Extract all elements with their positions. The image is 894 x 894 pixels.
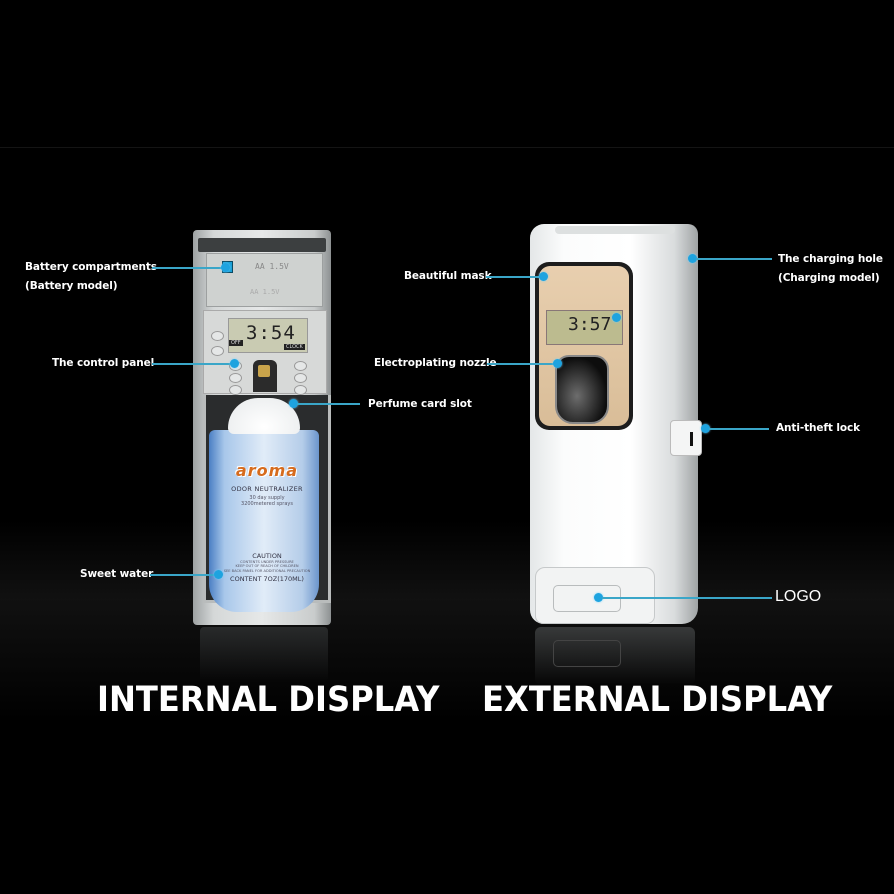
control-button[interactable] [211, 346, 224, 356]
external-lcd-time: 3:57 [568, 314, 612, 335]
control-button[interactable] [294, 361, 307, 371]
external-lcd-screen [546, 310, 623, 345]
callout-control-line [152, 363, 232, 365]
internal-reflection [200, 627, 328, 682]
callout-nozzle-dot [553, 359, 562, 368]
callout-battery-dot [221, 263, 230, 272]
callout-nozzle-label: Electroplating nozzle [374, 357, 497, 369]
external-reflection [535, 627, 695, 685]
can-warning-line: KEEP OUT OF REACH OF CHILDREN [235, 564, 299, 569]
callout-charging-line [696, 258, 772, 260]
callout-mask-label: Beautiful mask [404, 270, 492, 282]
can-sprays-line: 3200metered sprays [241, 501, 293, 507]
callout-logo-line [602, 597, 772, 599]
internal-display-title: INTERNAL DISPLAY [97, 680, 440, 720]
can-warning-text: CONTENTS UNDER PRESSURE KEEP OUT OF REAC… [222, 560, 312, 573]
horizon-line [0, 147, 894, 148]
callout-perfume-label: Perfume card slot [368, 398, 472, 410]
callout-sweet-label: Sweet water [80, 568, 154, 580]
callout-control-label: The control panel [52, 357, 155, 369]
callout-logo-label: LOGO [775, 588, 822, 605]
callout-mask-line [486, 276, 540, 278]
internal-top-slot [198, 238, 326, 252]
callout-nozzle-line [487, 363, 555, 365]
callout-perfume-dot [289, 399, 298, 408]
callout-charging-dot [688, 254, 697, 263]
external-display-title: EXTERNAL DISPLAY [482, 680, 833, 720]
can-supply-line: 30 day supply [249, 495, 285, 501]
callout-battery-label: Battery compartments [25, 261, 157, 273]
floor-reflection [0, 520, 894, 720]
callout-charging-sublabel: (Charging model) [778, 272, 880, 284]
can-product-name: ODOR NEUTRALIZER [231, 485, 303, 493]
callout-lcd-dot [612, 313, 621, 322]
lock-keyhole-icon [690, 432, 693, 446]
can-brand: aroma [235, 461, 299, 480]
can-supply-info: 30 day supply 3200metered sprays [222, 495, 312, 507]
can-caution: CAUTION [252, 552, 282, 560]
callout-battery-line [152, 267, 222, 269]
lcd-clock-indicator: CLOCK [284, 344, 305, 350]
external-reflection-logo [553, 640, 621, 667]
battery-text: AA 1.5V [255, 262, 289, 271]
can-warning-line: CONTENTS UNDER PRESSURE [240, 560, 294, 564]
battery-text-2: AA 1.5V [250, 288, 280, 296]
lcd-off-indicator: OFF [229, 340, 243, 346]
callout-charging-label: The charging hole [778, 253, 883, 265]
internal-nozzle-tip [258, 365, 270, 377]
callout-battery-sublabel: (Battery model) [25, 280, 118, 292]
control-button[interactable] [294, 373, 307, 383]
logo-area [553, 585, 621, 612]
callout-lock-dot [701, 424, 710, 433]
callout-logo-dot [594, 593, 603, 602]
aerosol-can-body [209, 430, 319, 612]
can-warning-line: SEE BACK PANEL FOR ADDITIONAL PRECAUTION [223, 568, 311, 573]
internal-lcd-time: 3:54 [246, 322, 296, 344]
callout-perfume-line [297, 403, 360, 405]
callout-mask-dot [539, 272, 548, 281]
anti-theft-lock[interactable] [670, 420, 702, 456]
callout-lock-label: Anti-theft lock [776, 422, 860, 434]
electroplating-nozzle [555, 355, 609, 424]
aerosol-can-top [228, 398, 300, 434]
external-top [555, 226, 675, 234]
callout-lock-line [709, 428, 769, 430]
callout-control-dot [230, 359, 239, 368]
control-button[interactable] [294, 385, 307, 395]
callout-sweet-dot [214, 570, 223, 579]
can-content: CONTENT 7OZ(170ML) [230, 575, 304, 583]
control-button[interactable] [229, 385, 242, 395]
control-button[interactable] [211, 331, 224, 341]
callout-sweet-line [150, 574, 216, 576]
control-button[interactable] [229, 373, 242, 383]
